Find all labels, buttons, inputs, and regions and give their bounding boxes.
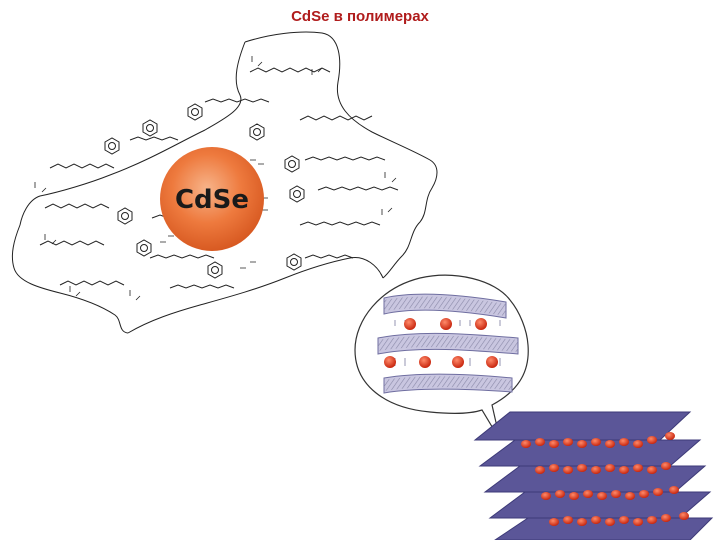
alkyl-chain-13 <box>304 254 354 259</box>
alkyl-chain-15 <box>169 284 235 289</box>
alkyl-chain-3 <box>299 115 373 121</box>
polymer-backbone-top <box>244 31 438 279</box>
alkyl-chain-1 <box>249 67 331 73</box>
nanoparticle-sphere: CdSe <box>160 147 264 251</box>
benzene-rings <box>104 103 305 279</box>
nanoparticle-label: CdSe <box>175 185 249 215</box>
alkyl-chain-2 <box>204 98 270 103</box>
layered-nanocomposite-stack <box>473 411 714 540</box>
magnified-bubble <box>354 274 529 441</box>
bubble-outline <box>354 274 529 441</box>
alkyl-chain-6 <box>304 156 386 161</box>
alkyl-chain-5 <box>49 163 115 169</box>
stack-layer-1 <box>473 411 692 441</box>
alkyl-chain-4 <box>129 136 179 141</box>
alkyl-chain-11 <box>39 240 105 246</box>
alkyl-chain-12 <box>149 254 215 259</box>
bubble-polymer-layers <box>377 293 519 394</box>
alkyl-chain-7 <box>317 186 399 191</box>
bubble-nanoparticles <box>384 318 498 368</box>
polymer-backbone-bottom <box>127 257 384 334</box>
stack-particles <box>521 432 689 526</box>
polymer-backbone-left <box>11 41 246 334</box>
stack-layer-5 <box>494 517 714 540</box>
alkyl-chain-8 <box>44 203 110 209</box>
alkyl-chain-10 <box>299 221 381 226</box>
slide-title: CdSe в полимерах <box>291 8 429 25</box>
alkyl-chain-14 <box>59 280 125 286</box>
